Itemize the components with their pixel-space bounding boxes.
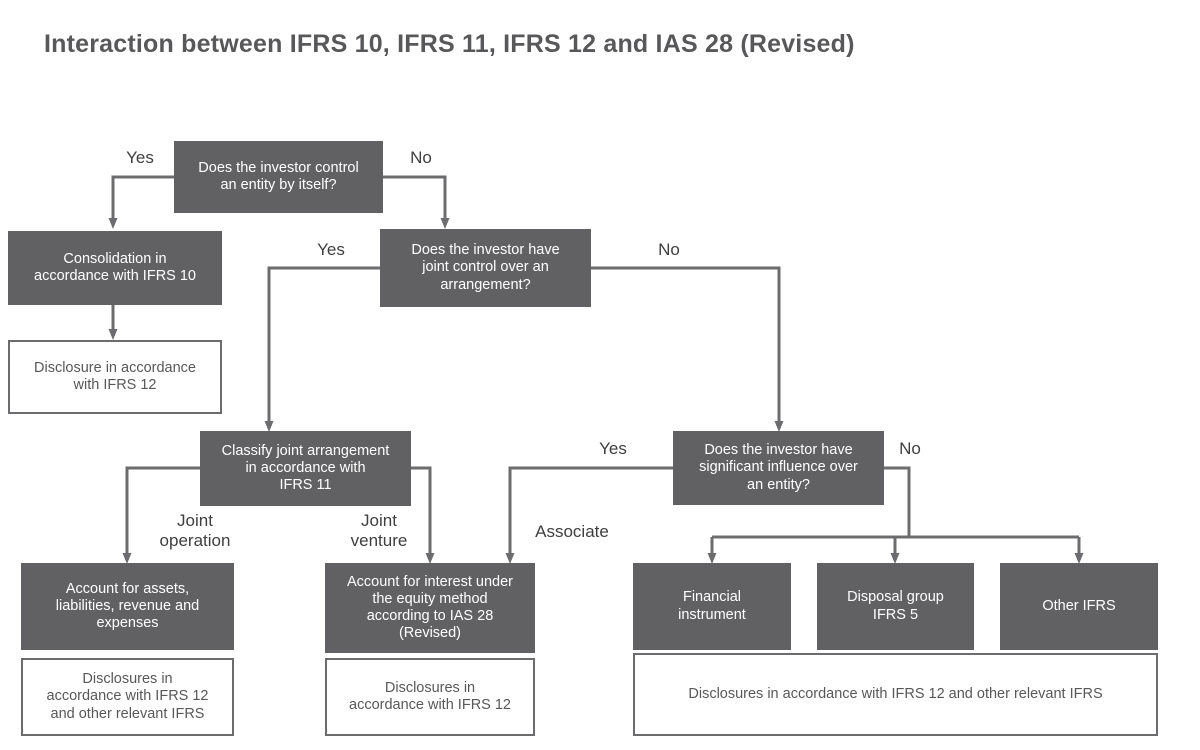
decision-significant-influence-box[interactable]: Does the investor have significant influ… <box>673 431 884 505</box>
edge-joint-control-yes <box>264 266 380 432</box>
disclosure-ifrs12-box[interactable]: Disclosure in accordance with IFRS 12 <box>8 340 222 414</box>
decision-control-box[interactable]: Does the investor control an entity by i… <box>174 141 383 213</box>
classify-joint-arrangement-box[interactable]: Classify joint arrangement in accordance… <box>200 431 411 506</box>
account-for-assets-box[interactable]: Account for assets, liabilities, revenue… <box>21 563 234 650</box>
disclosures-mid-box[interactable]: Disclosures in accordance with IFRS 12 <box>325 658 535 736</box>
label-control-no: No <box>410 148 432 167</box>
edge-influence-no <box>884 466 911 537</box>
label-associate: Associate <box>535 522 609 541</box>
decision-joint-control-box[interactable]: Does the investor have joint control ove… <box>380 229 591 307</box>
consolidation-box[interactable]: Consolidation in accordance with IFRS 10 <box>8 231 222 305</box>
disclosures-right-box[interactable]: Disclosures in accordance with IFRS 12 a… <box>633 653 1158 736</box>
label-influence-no: No <box>899 439 921 458</box>
edge-control-no <box>383 175 450 229</box>
account-equity-method-box[interactable]: Account for interest under the equity me… <box>325 563 535 653</box>
disposal-group-box[interactable]: Disposal group IFRS 5 <box>817 563 974 650</box>
financial-instrument-box[interactable]: Financial instrument <box>633 563 791 650</box>
label-influence-yes: Yes <box>599 439 627 458</box>
page-title: Interaction between IFRS 10, IFRS 11, IF… <box>44 30 855 58</box>
edge-control-yes <box>108 175 174 229</box>
label-control-yes: Yes <box>126 148 154 167</box>
label-joint-control-yes: Yes <box>317 240 345 259</box>
disclosures-left-box[interactable]: Disclosures in accordance with IFRS 12 a… <box>21 658 234 736</box>
label-joint-venture: Joint venture <box>350 511 408 550</box>
label-joint-operation: Joint operation <box>159 511 231 550</box>
label-joint-control-no: No <box>658 240 680 259</box>
other-ifrs-box[interactable]: Other IFRS <box>1000 563 1158 650</box>
edge-joint-control-no <box>591 266 784 432</box>
